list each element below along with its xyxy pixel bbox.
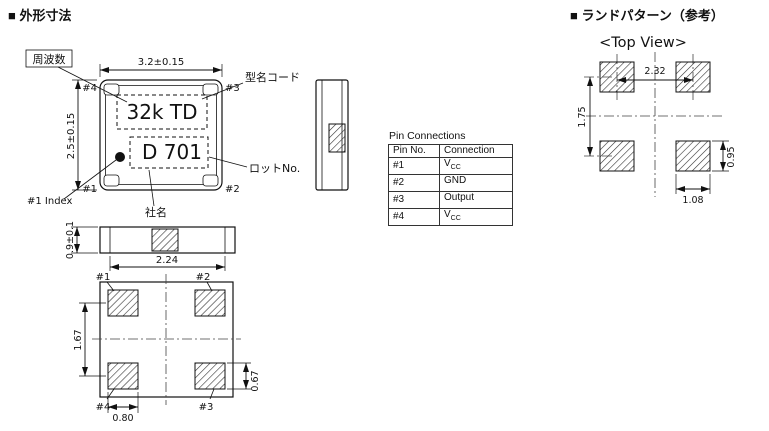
- pin-no-cell: #4: [388, 208, 440, 226]
- profile-width-value: 2.24: [156, 255, 178, 266]
- lot-no-label: ロットNo.: [249, 162, 300, 175]
- pin1-index-label: #1 Index: [27, 196, 73, 207]
- pin2-label: #2: [225, 184, 240, 195]
- pin3-label: #3: [225, 83, 240, 94]
- bottom-pin1-label: #1: [96, 272, 111, 283]
- bottom-pin4-label: #4: [96, 402, 111, 413]
- land-pad-height-dimension: 0.95: [712, 140, 737, 172]
- land-pitch-horizontal-value: 2.32: [644, 66, 665, 77]
- pin-table-row: #4 VCC: [388, 208, 513, 226]
- bottom-pad-4: [107, 362, 139, 390]
- lot-no-leader-line: [208, 156, 248, 168]
- marking-line2: D 701: [142, 140, 202, 164]
- pin-no-cell: #2: [388, 174, 440, 192]
- company-label: 社名: [145, 205, 167, 219]
- profile-height-dimension: 0.9±0.1: [65, 221, 98, 259]
- bottom-pad-3: [194, 362, 226, 390]
- bottom-pad-2: [194, 289, 226, 317]
- company-leader-line: [148, 169, 155, 207]
- bottom-pad-1: [107, 289, 139, 317]
- land-pad-bottom-left: [599, 140, 635, 172]
- package-width-value: 3.2±0.15: [138, 57, 185, 68]
- package-height-value: 2.5±0.15: [66, 113, 77, 160]
- corner-electrode-3: [202, 83, 219, 96]
- model-code-label: 型名コード: [245, 70, 300, 84]
- package-side-view-right: [315, 79, 349, 191]
- package-height-dimension: 2.5±0.15: [66, 79, 97, 191]
- section-heading-land-pattern: ■ ランドパターン（参考）: [570, 8, 724, 23]
- land-pitch-horizontal-dimension: 2.32: [617, 66, 693, 83]
- land-pitch-vertical-value: 1.75: [577, 106, 588, 127]
- pin-no-cell: #3: [388, 191, 440, 209]
- land-pad-top-right: [675, 61, 711, 93]
- pin4-label: #4: [82, 83, 97, 94]
- package-bottom-view: #1 #2 #4 #3: [92, 272, 241, 413]
- bottom-pad-pitch-dimension: 1.67: [73, 302, 106, 377]
- corner-electrode-2: [202, 174, 219, 187]
- profile-height-value: 0.9±0.1: [65, 221, 76, 259]
- bottom-pad-height-value: 0.67: [250, 370, 261, 391]
- package-width-dimension: 3.2±0.15: [99, 57, 223, 77]
- pin-table-title: Pin Connections: [389, 130, 466, 142]
- corner-electrode-1: [103, 174, 120, 187]
- land-pad-top-left: [599, 61, 635, 93]
- marking-line1: 32k TD: [126, 100, 197, 124]
- pin1-index-leader-line: [63, 159, 117, 200]
- bottom-pad-height-dimension: 0.67: [227, 362, 261, 392]
- marking-box-frequency: [116, 94, 208, 130]
- bottom-pad-pitch-value: 1.67: [73, 329, 84, 350]
- land-pad-bottom-right: [675, 140, 711, 172]
- connection-cell: GND: [439, 174, 513, 192]
- land-pad-width-value: 1.08: [682, 195, 703, 206]
- pin1-index-dot: [115, 152, 125, 162]
- pin-no-cell: #1: [388, 157, 440, 175]
- land-pad-width-dimension: 1.08: [675, 174, 711, 206]
- corner-electrode-4: [103, 83, 120, 96]
- package-profile-view: [99, 226, 236, 254]
- section-heading-outline-dimensions: ■ 外形寸法: [8, 8, 72, 23]
- pin-no-header: Pin No.: [388, 144, 440, 158]
- land-pad-height-value: 0.95: [726, 146, 737, 167]
- frequency-label-box: [25, 49, 73, 68]
- land-pattern-view: [584, 52, 724, 197]
- connection-cell: Output: [439, 191, 513, 209]
- connection-header: Connection: [439, 144, 513, 158]
- pin-table-row: #2 GND: [388, 174, 513, 192]
- profile-width-dimension: 2.24: [109, 255, 226, 271]
- pin-table-row: #1 VCC: [388, 157, 513, 175]
- frequency-leader-line: [57, 66, 128, 103]
- profile-electrode-pad: [151, 228, 179, 252]
- pin-connections-table: Pin Connections Pin No. Connection #1 VC…: [388, 130, 513, 226]
- pin1-label: #1: [82, 184, 97, 195]
- connection-cell: VCC: [439, 157, 513, 175]
- package-inner-outline: [105, 85, 217, 185]
- marking-box-lot: [129, 136, 209, 169]
- land-pattern-top-view-title: <Top View>: [599, 35, 687, 51]
- bottom-pin2-label: #2: [196, 272, 211, 283]
- package-top-view: 32k TD D 701 #4 #3 #1 #2: [82, 79, 240, 195]
- package-outline: [99, 79, 223, 191]
- side-view-electrode-pad: [328, 123, 346, 153]
- connection-cell: VCC: [439, 208, 513, 226]
- frequency-label: 周波数: [33, 53, 66, 66]
- model-code-leader-line: [201, 82, 244, 100]
- bottom-pad-width-dimension: 0.80: [107, 392, 139, 424]
- bottom-pad-width-value: 0.80: [112, 413, 133, 424]
- package-callouts: 周波数 型名コード ロットNo. 社名 #1 Index: [25, 49, 300, 219]
- land-pitch-vertical-dimension: 1.75: [577, 77, 593, 156]
- pin-table-header-row: Pin No. Connection: [388, 144, 513, 158]
- bottom-pin3-label: #3: [199, 402, 214, 413]
- pin-table-row: #3 Output: [388, 191, 513, 209]
- pin-table: Pin No. Connection #1 VCC #2 GND #3 Outp…: [388, 144, 513, 226]
